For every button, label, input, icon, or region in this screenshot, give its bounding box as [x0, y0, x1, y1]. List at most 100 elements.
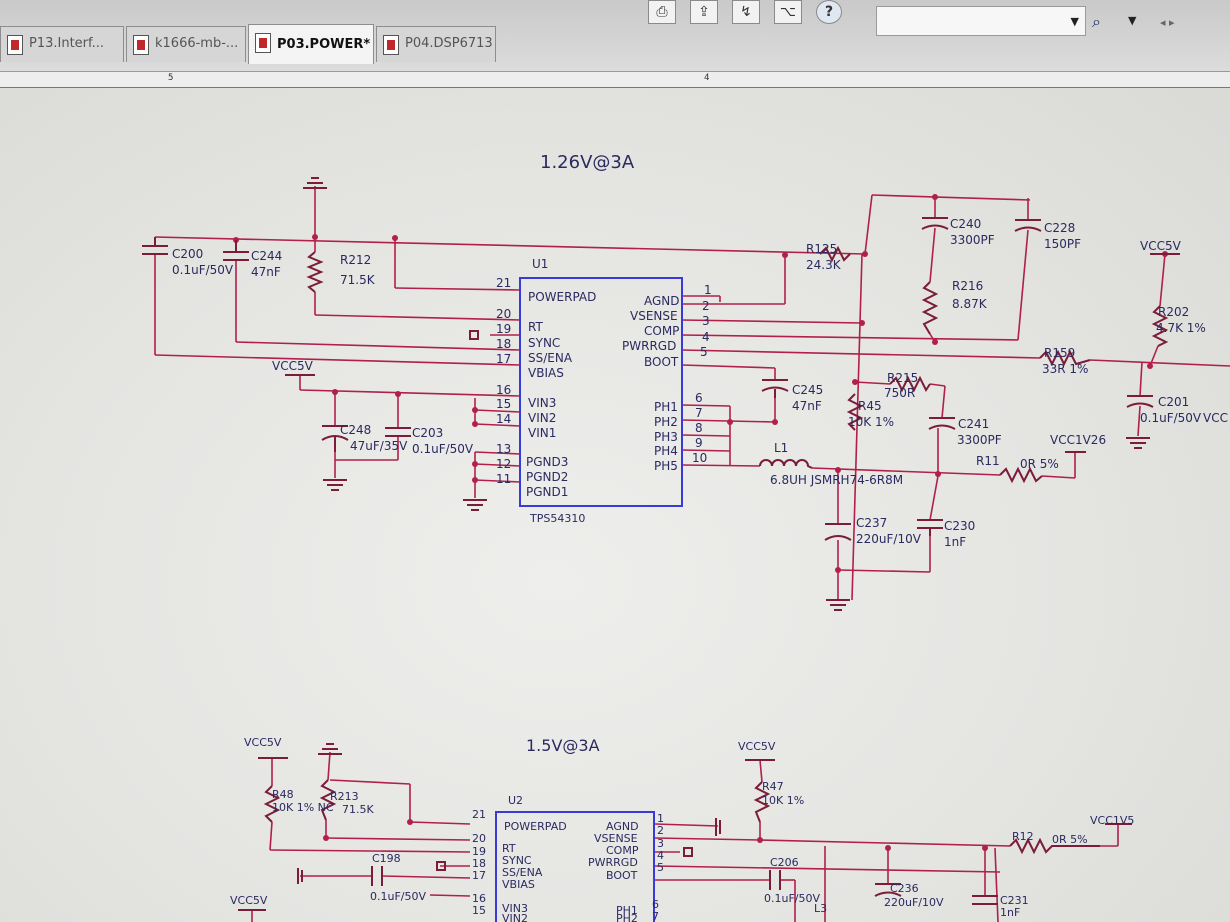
sync2-testpoint[interactable] [436, 861, 446, 871]
ruler-mark: 5 [168, 73, 174, 83]
u1-pin-num: 10 [692, 451, 707, 465]
l1-symbol[interactable] [759, 459, 813, 469]
r159-symbol[interactable] [1039, 349, 1091, 367]
c198-symbol[interactable] [371, 866, 383, 886]
u2-pin-name: PH1 [616, 904, 638, 917]
schematic-canvas[interactable] [0, 72, 1230, 922]
c248-symbol[interactable] [321, 425, 349, 452]
chevron-down-icon[interactable]: ▼ [1070, 15, 1079, 28]
probe-icon[interactable]: ↯ [732, 0, 760, 24]
r213-value: 71.5K [342, 803, 374, 816]
r125-value: 24.3K [806, 258, 842, 272]
help-icon[interactable]: ? [816, 0, 842, 24]
r48-symbol[interactable] [263, 785, 281, 823]
r125-ref: R125 [806, 242, 837, 256]
u1-pin-name: VSENSE [630, 309, 678, 323]
u1-pin-name: PGND1 [526, 485, 568, 499]
r159-value: 33R 1% [1042, 362, 1088, 376]
c228-value: 150PF [1044, 237, 1081, 251]
u2-pin-num: 5 [657, 861, 664, 874]
c248-ref: C248 [340, 423, 371, 437]
r215-symbol[interactable] [889, 375, 931, 393]
c231-symbol[interactable] [972, 895, 998, 905]
schematic-doc-icon [133, 35, 149, 55]
u2-pin-num: 3 [657, 837, 664, 850]
tab-p04[interactable]: P04.DSP6713 [376, 26, 496, 62]
c230-ref: C230 [944, 519, 975, 533]
u1-pin-name: VIN1 [528, 426, 556, 440]
c228-symbol[interactable] [1014, 219, 1042, 232]
r11-ref: R11 [976, 454, 1000, 468]
u1-ic-body[interactable] [519, 277, 683, 507]
schematic-doc-icon [7, 35, 23, 55]
c201-symbol[interactable] [1126, 395, 1154, 408]
u1-pin-num: 5 [700, 345, 708, 359]
u1-pin-num: 14 [496, 412, 511, 426]
c200-symbol[interactable] [142, 237, 168, 255]
u1-pin-num: 13 [496, 442, 511, 456]
c236-symbol[interactable] [874, 883, 902, 897]
r47-symbol[interactable] [753, 781, 771, 823]
u1-pin-name: BOOT [644, 355, 679, 369]
u2-pin-num: 17 [472, 869, 486, 882]
vcc5v-net-label: VCC5V [230, 894, 268, 907]
c240-symbol[interactable] [921, 217, 949, 230]
circuit1-title: 1.26V@3A [540, 152, 635, 173]
c245-symbol[interactable] [761, 379, 789, 398]
r12-symbol[interactable] [1009, 837, 1100, 855]
r45-ref: R45 [858, 399, 882, 413]
r213-symbol[interactable] [319, 779, 337, 821]
r216-symbol[interactable] [921, 281, 939, 335]
u1-part: TPS54310 [529, 512, 585, 525]
tab-p13[interactable]: P13.Interf... [0, 26, 124, 62]
u1-pin-num: 1 [704, 283, 712, 297]
c237-symbol[interactable] [824, 523, 852, 541]
u1-pin-name: AGND [644, 294, 680, 308]
net-icon[interactable]: ⌥ [774, 0, 802, 24]
tab-k1666[interactable]: k1666-mb-... [126, 26, 246, 62]
c230-symbol[interactable] [917, 519, 943, 536]
binoculars-icon[interactable]: ⌕ [1092, 12, 1101, 31]
c206-symbol[interactable] [769, 870, 781, 890]
u1-pin-num: 11 [496, 472, 511, 486]
c198-ref: C198 [372, 852, 401, 865]
u1-pin-num: 19 [496, 322, 511, 336]
sheet-border-ruler: 5 4 [0, 72, 1230, 88]
u2-pin-name: SS/ENA [502, 866, 543, 879]
u1-pin-name: PH4 [654, 444, 678, 458]
u2-pin-num: 7 [652, 910, 659, 922]
comp2-testpoint[interactable] [683, 847, 693, 857]
more-tools-icon[interactable]: ◂ ▸ [1160, 16, 1175, 29]
c206-ref: C206 [770, 856, 799, 869]
export-icon[interactable]: ⇪ [690, 0, 718, 24]
r212-value: 71.5K [340, 273, 376, 287]
search-combobox[interactable]: ▼ [876, 6, 1086, 36]
u1-pin-name: PGND3 [526, 455, 568, 469]
c241-symbol[interactable] [928, 417, 956, 430]
u1-pin-num: 18 [496, 337, 511, 351]
print-icon[interactable]: ⎙ [648, 0, 676, 24]
sync-testpoint[interactable] [469, 330, 479, 340]
u2-pin-name: PH2 [616, 912, 638, 922]
vcc5v-net-label: VCC5V [738, 740, 776, 753]
r47-value: 10K 1% [762, 794, 804, 807]
u2-pin-name: VIN2 [502, 912, 528, 922]
toolbar-icons: ⎙ ⇪ ↯ ⌥ ? [648, 0, 842, 26]
u2-pin-num: 19 [472, 845, 486, 858]
tab-p03-power[interactable]: P03.POWER* [248, 24, 374, 64]
r202-symbol[interactable] [1151, 305, 1169, 347]
circuit2-title: 1.5V@3A [526, 736, 600, 755]
r125-symbol[interactable] [819, 245, 851, 263]
u2-pin-num: 16 [472, 892, 486, 905]
u2-ic-body[interactable] [495, 811, 655, 922]
r45-symbol[interactable] [846, 393, 864, 431]
find-dropdown-icon[interactable]: ▼ [1128, 14, 1137, 27]
r212-symbol[interactable] [306, 251, 324, 293]
u1-pin-name: RT [528, 320, 543, 334]
c203-symbol[interactable] [385, 427, 411, 437]
c198-value: 0.1uF/50V [370, 890, 426, 903]
u2-pin-num: 20 [472, 832, 486, 845]
l3-ref: L3 [814, 902, 827, 915]
c244-symbol[interactable] [223, 240, 249, 261]
r11-symbol[interactable] [999, 466, 1043, 484]
